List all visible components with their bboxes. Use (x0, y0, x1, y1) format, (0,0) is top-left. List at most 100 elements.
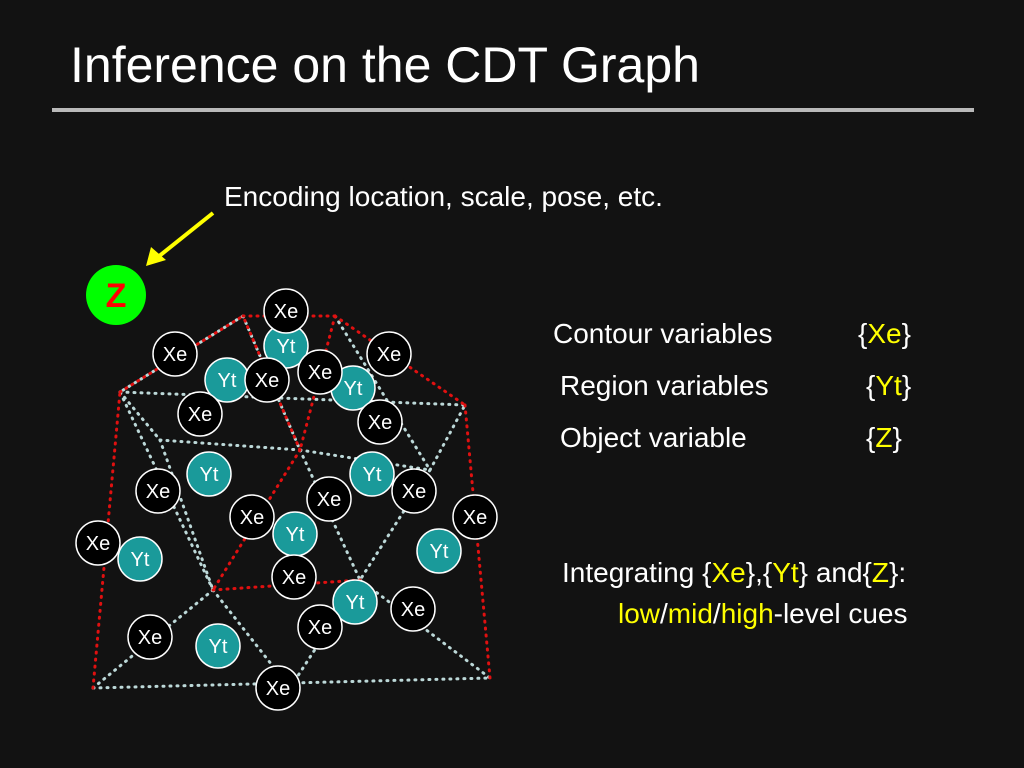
node-circle (152, 331, 198, 377)
slide-title: Inference on the CDT Graph (70, 37, 700, 93)
legend-object-set: {Z} (866, 422, 902, 453)
node-circle (263, 288, 309, 334)
boundary-edge (241, 314, 302, 452)
arrow-head (146, 247, 166, 266)
contour-node: Xe (263, 288, 309, 334)
region-node: Yt (117, 536, 163, 582)
node-label: Xe (274, 301, 298, 323)
node-circle (349, 451, 395, 497)
integrating-yt: Yt (772, 557, 799, 588)
node-label: Yt (277, 336, 296, 358)
node-circle (357, 399, 403, 445)
node-label: Yt (344, 378, 363, 400)
region-node: Yt (186, 451, 232, 497)
node-circle (117, 536, 163, 582)
node-circle (186, 451, 232, 497)
node-circle (297, 604, 343, 650)
node-label: Xe (146, 481, 170, 503)
node-circle (416, 528, 462, 574)
contour-node: Xe (390, 586, 436, 632)
inner-edge (91, 676, 492, 690)
region-node: Yt (349, 451, 395, 497)
object-node-z: Z (86, 265, 146, 325)
contour-node: Xe (127, 614, 173, 660)
contour-node: Xe (244, 357, 290, 403)
contour-node: Xe (391, 468, 437, 514)
cue-low: low (618, 598, 661, 629)
integrating-xe: Xe (711, 557, 746, 588)
node-label: Xe (163, 344, 187, 366)
inner-edge (358, 578, 492, 680)
contour-node: Xe (135, 468, 181, 514)
legend-contour: Contour variables (553, 318, 772, 350)
contour-node: Xe (452, 494, 498, 540)
legend-region-set: {Yt} (866, 370, 912, 401)
node-label: Xe (401, 599, 425, 621)
caption-arrow (146, 211, 215, 266)
node-circle (332, 579, 378, 625)
inner-edges (91, 314, 492, 690)
node-circle (271, 554, 317, 600)
node-label: Xe (282, 567, 306, 589)
node-label: Xe (138, 627, 162, 649)
region-node: Yt (195, 623, 241, 669)
node-circle (306, 476, 352, 522)
region-node: Yt (272, 511, 318, 557)
node-circle (75, 520, 121, 566)
node-label: Xe (308, 617, 332, 639)
boundary-edge (463, 403, 492, 680)
contour-node: Xe (297, 604, 343, 650)
node-label: Xe (377, 344, 401, 366)
cue-mid: mid (667, 598, 713, 629)
node-circle (244, 357, 290, 403)
cue-high: high (720, 598, 774, 629)
node-label: Yt (131, 549, 150, 571)
contour-node: Xe (297, 349, 343, 395)
contour-node: Xe (152, 331, 198, 377)
region-node: Yt (332, 579, 378, 625)
legend-contour-symbol: Xe (867, 318, 902, 349)
node-label: Xe (402, 481, 426, 503)
node-label: Xe (188, 404, 212, 426)
node-label: Xe (240, 507, 264, 529)
contour-node: Xe (229, 494, 275, 540)
node-circle (127, 614, 173, 660)
integrating-prefix: Integrating (562, 557, 703, 588)
object-node-circle (86, 265, 146, 325)
cue-levels-line: low/mid/high-level cues (618, 598, 908, 629)
node-circle (135, 468, 181, 514)
inner-edge (118, 390, 162, 442)
inner-edge (118, 390, 467, 407)
node-label: Xe (463, 507, 487, 529)
arrow-shaft (156, 211, 215, 259)
integrating-line: Integrating {Xe},{Yt} and{Z}: (562, 557, 907, 588)
node-label: Yt (200, 464, 219, 486)
contour-node: Xe (357, 399, 403, 445)
legend-contour-set: {Xe} (858, 318, 911, 349)
node-label: Yt (209, 636, 228, 658)
inner-edge (333, 314, 432, 472)
contour-node: Xe (271, 554, 317, 600)
inner-edge (241, 314, 302, 452)
node-label: Xe (86, 533, 110, 555)
title-divider (52, 108, 974, 112)
contour-node: Xe (366, 331, 412, 377)
node-circle (297, 349, 343, 395)
contour-node: Xe (306, 476, 352, 522)
node-label: Yt (346, 592, 365, 614)
contour-node: Xe (75, 520, 121, 566)
node-label: Yt (430, 541, 449, 563)
legend-object-label: Object variable (560, 422, 747, 453)
encoding-caption: Encoding location, scale, pose, etc. (224, 181, 663, 212)
node-label: Yt (363, 464, 382, 486)
inner-edge (118, 390, 215, 592)
node-circle (229, 494, 275, 540)
node-label: Yt (286, 524, 305, 546)
legend-object-symbol: Z (875, 422, 893, 453)
inner-edge (428, 403, 467, 472)
legend-object: Object variable (560, 422, 747, 454)
node-label: Xe (255, 370, 279, 392)
contour-node: Xe (255, 665, 301, 711)
inner-edge (298, 448, 432, 472)
